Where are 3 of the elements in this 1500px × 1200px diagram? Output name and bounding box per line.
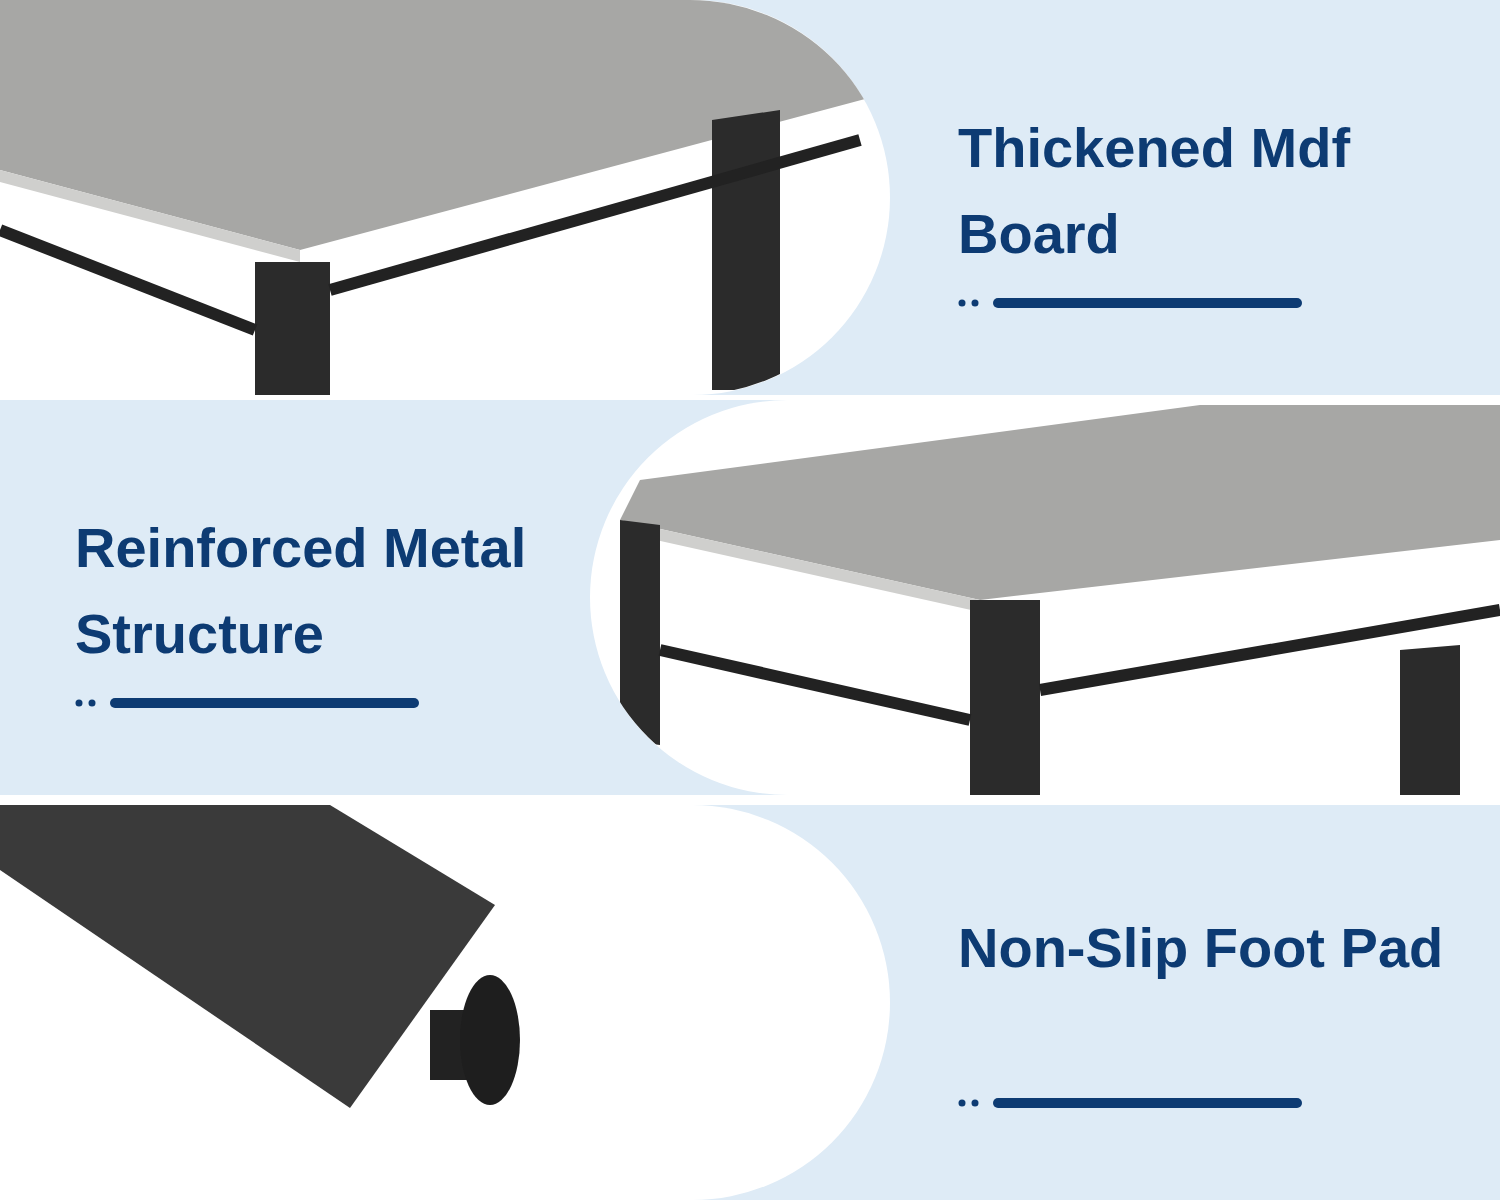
- feature-label: Non-Slip Foot Pad: [958, 915, 1445, 981]
- feature-label: Reinforced Metal Structure: [75, 515, 528, 667]
- feature-label: Thickened Mdf Board: [958, 115, 1352, 267]
